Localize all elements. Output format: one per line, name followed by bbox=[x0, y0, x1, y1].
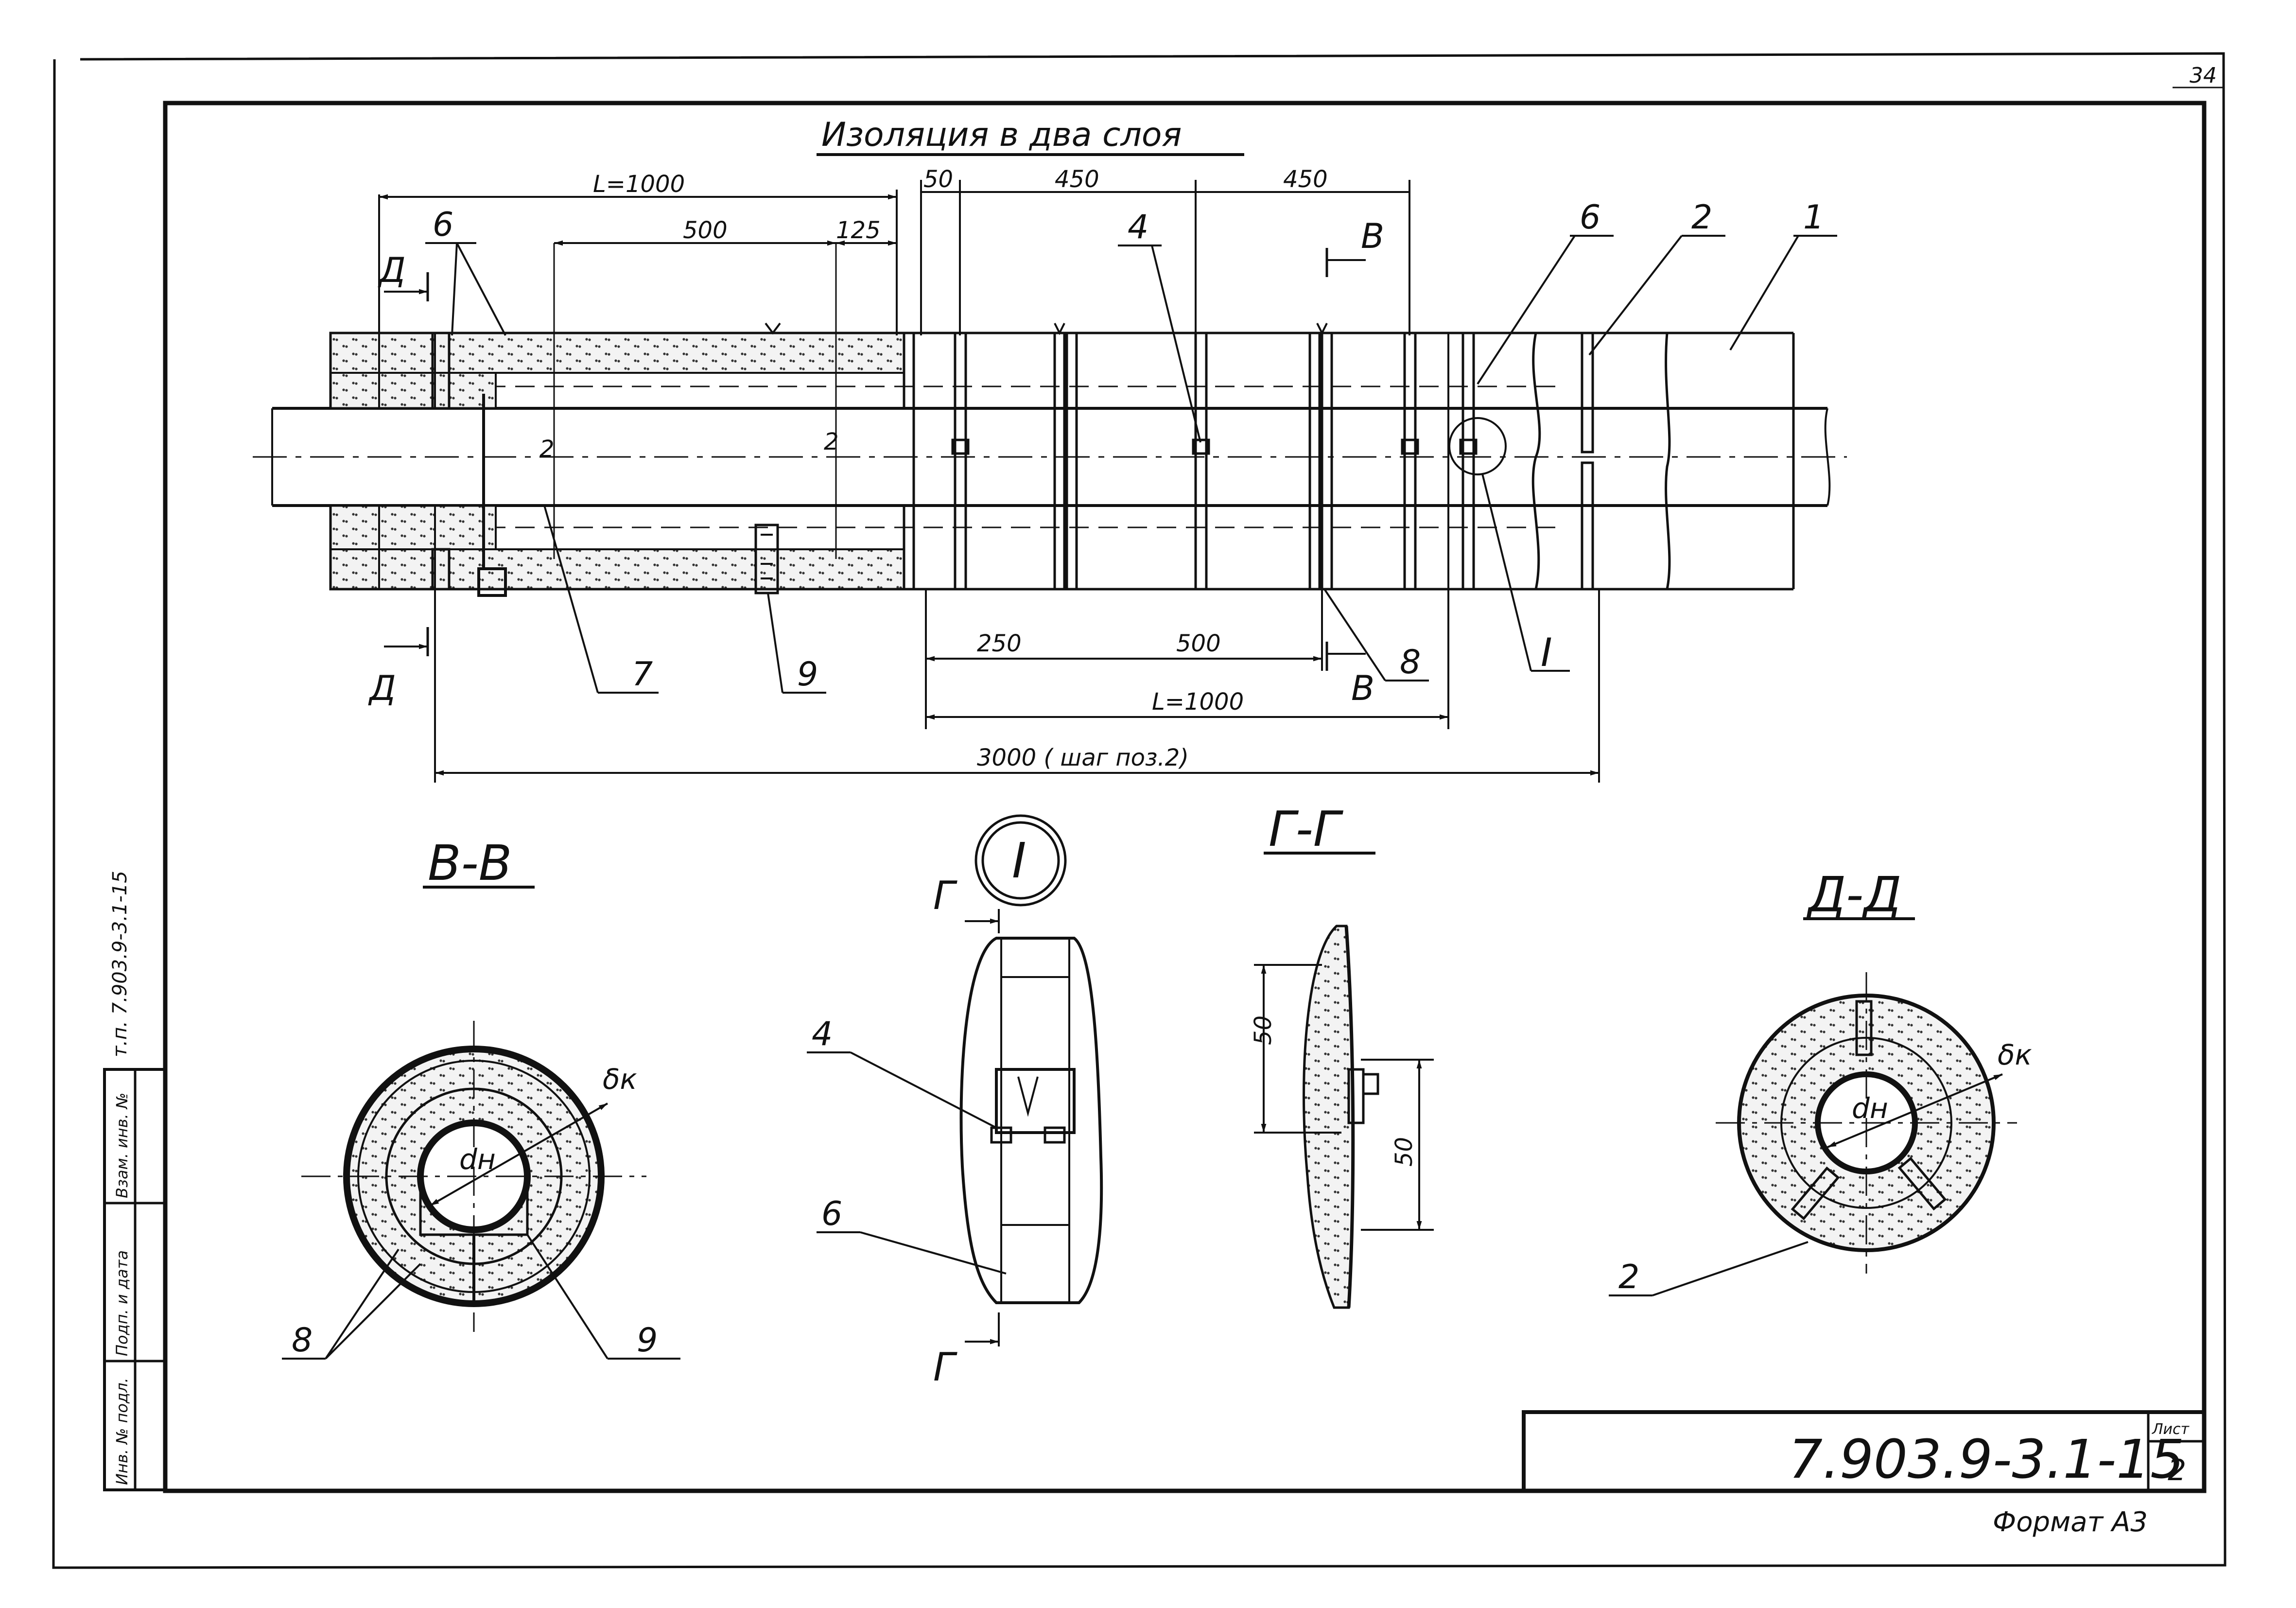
callout-1: 1 bbox=[1803, 198, 1824, 237]
format-label: Формат А3 bbox=[1993, 1506, 2148, 1538]
dim-50: 50 bbox=[923, 166, 953, 193]
sheet-number-corner: 34 bbox=[2190, 63, 2217, 88]
gg-dim-a: 50 bbox=[1250, 1015, 1277, 1045]
section-vv-label: В-В bbox=[428, 835, 512, 891]
stamp-cell-podp: Подп. и дата bbox=[113, 1250, 131, 1356]
mark-d-top: Д bbox=[378, 250, 406, 290]
callout-8: 8 bbox=[1400, 643, 1421, 682]
section-gg-label: Г-Г bbox=[1269, 801, 1344, 857]
dim-125: 125 bbox=[836, 217, 881, 244]
side-stamp: Инв. № подл. Подп. и дата Взам. инв. № т… bbox=[103, 871, 167, 1491]
title-block: 7.903.9-3.1-15 Лист 2 bbox=[1522, 1410, 2206, 1493]
drawing-title: Изоляция в два слоя bbox=[821, 116, 1182, 154]
stamp-cell-inv-podl: Инв. № подл. bbox=[113, 1378, 131, 1485]
callout-detail-I: I bbox=[1541, 630, 1552, 675]
pos2-mark-a: 2 bbox=[539, 436, 555, 463]
callout-7: 7 bbox=[632, 655, 653, 694]
dd-dn: dн bbox=[1852, 1092, 1888, 1125]
inner-frame bbox=[163, 101, 2207, 1493]
detail-I: I Г Г 4 6 bbox=[807, 814, 1103, 1390]
callout-2: 2 bbox=[1691, 198, 1712, 237]
vv-dn: dн bbox=[459, 1143, 496, 1176]
detail-callout-4: 4 bbox=[812, 1015, 833, 1053]
main-dimensions: L=1000 500 125 50 450 450 250 500 L=1000… bbox=[378, 166, 1600, 783]
detail-cut-bottom: Г bbox=[933, 1345, 957, 1390]
mark-v-bottom: В bbox=[1351, 668, 1374, 708]
vv-callout-8: 8 bbox=[292, 1321, 313, 1360]
dim-500-top: 500 bbox=[683, 217, 728, 244]
section-dd-label: Д-Д bbox=[1806, 866, 1901, 923]
dd-delta-k: δк bbox=[1998, 1038, 2032, 1071]
section-marks: Д Д В В bbox=[368, 216, 1384, 708]
outer-frame bbox=[52, 52, 2226, 1569]
vv-delta-k: δк bbox=[603, 1063, 637, 1096]
dim-total: 3000 ( шаг поз.2) bbox=[977, 744, 1189, 771]
section-dd: Д-Д dн δк 2 bbox=[1609, 866, 2032, 1296]
callout-5: 6 bbox=[433, 206, 453, 244]
gg-dim-b: 50 bbox=[1391, 1137, 1418, 1167]
dim-250: 250 bbox=[977, 630, 1022, 657]
mark-v-top: В bbox=[1361, 216, 1384, 256]
dim-450-a: 450 bbox=[1055, 166, 1099, 193]
callout-4: 4 bbox=[1128, 208, 1148, 246]
callout-9: 9 bbox=[797, 655, 818, 694]
section-gg: Г-Г 50 50 bbox=[1250, 801, 1434, 1309]
drawing-code: 7.903.9-3.1-15 bbox=[1789, 1428, 2184, 1490]
section-vv: В-В dн δк 8 9 bbox=[282, 835, 680, 1360]
sheet-label: Лист bbox=[2152, 1421, 2190, 1438]
mark-d-bottom: Д bbox=[368, 668, 396, 708]
dim-450-b: 450 bbox=[1283, 166, 1328, 193]
sheet-no: 2 bbox=[2168, 1453, 2186, 1487]
detail-I-label: I bbox=[1012, 832, 1026, 889]
callout-6: 6 bbox=[1580, 198, 1600, 237]
dd-callout-2: 2 bbox=[1618, 1258, 1639, 1296]
main-pipe-view: 2 2 bbox=[253, 243, 1847, 597]
main-callouts: 6 4 6 2 1 7 9 8 I bbox=[425, 198, 1837, 694]
detail-callout-6: 6 bbox=[821, 1195, 842, 1233]
dim-500-bottom: 500 bbox=[1176, 630, 1221, 657]
stamp-cell-vzam: Взам. инв. № bbox=[113, 1093, 131, 1198]
vv-callout-9: 9 bbox=[637, 1321, 658, 1360]
dim-left-L: L=1000 bbox=[593, 171, 685, 198]
dim-right-L: L=1000 bbox=[1152, 688, 1244, 716]
stamp-top-note: т.п. 7.903.9-3.1-15 bbox=[109, 871, 131, 1057]
detail-cut-top: Г bbox=[933, 873, 957, 918]
